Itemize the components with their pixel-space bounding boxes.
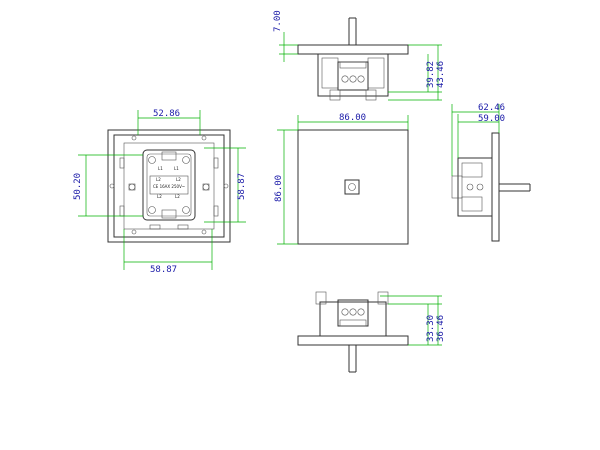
front-view-indicator bbox=[344, 179, 360, 195]
module-label-l2-right: L2 bbox=[176, 177, 181, 182]
top-view-mechanism bbox=[317, 53, 389, 101]
dim-side-w1-label: 62.46 bbox=[478, 103, 505, 113]
front-view-plate bbox=[297, 129, 409, 245]
dim-top-depth-label: 7.00 bbox=[273, 10, 283, 32]
module-label-l2: L2 bbox=[156, 177, 161, 182]
back-view: L1 L1 L2 L2 CE 16AX 250V~ L2 L2 52.86 50… bbox=[73, 109, 247, 275]
dim-side-widths bbox=[451, 104, 500, 176]
dim-bottom-h2-label: 36.46 bbox=[436, 315, 446, 342]
side-view-mechanism bbox=[451, 157, 493, 217]
back-view-plate bbox=[123, 142, 215, 230]
top-view: 7.00 39.82 43.46 bbox=[273, 10, 446, 101]
back-view-outer-frame bbox=[107, 129, 231, 243]
dim-back-bottom-label: 58.87 bbox=[150, 265, 177, 275]
dim-front-width bbox=[297, 115, 409, 130]
dim-front-height bbox=[277, 129, 298, 245]
dim-top-h2-label: 43.46 bbox=[436, 61, 446, 88]
dim-back-bottom bbox=[123, 229, 213, 270]
module-label-l1: L1 bbox=[158, 166, 163, 171]
dim-back-right-label: 58.87 bbox=[237, 173, 247, 200]
switch-module bbox=[128, 149, 210, 221]
dim-back-left-label: 50.20 bbox=[73, 173, 83, 200]
dim-bottom-h1-label: 33.30 bbox=[426, 315, 436, 342]
dim-front-width-label: 86.00 bbox=[339, 113, 366, 123]
dim-back-left bbox=[78, 154, 143, 217]
bottom-view-plate bbox=[297, 335, 409, 346]
dim-top-heights bbox=[388, 44, 442, 101]
bottom-view: 33.30 36.46 bbox=[297, 291, 446, 373]
module-label-bottom-left: L2 bbox=[157, 194, 162, 199]
dim-bottom-heights bbox=[380, 295, 442, 346]
dim-back-top-label: 52.86 bbox=[153, 109, 180, 119]
dim-front-height-label: 86.00 bbox=[274, 175, 284, 202]
module-rating-label: CE 16AX 250V~ bbox=[153, 184, 185, 189]
bottom-view-mechanism bbox=[315, 291, 389, 337]
side-view: 62.46 59.00 bbox=[451, 103, 531, 242]
dim-side-w2-label: 59.00 bbox=[478, 114, 505, 124]
module-label-l1-right: L1 bbox=[174, 166, 179, 171]
mounting-holes bbox=[109, 135, 229, 235]
dim-back-right bbox=[204, 147, 246, 223]
front-view: 86.00 86.00 bbox=[274, 113, 409, 245]
dim-back-top bbox=[137, 110, 201, 135]
front-view-indicator-lens bbox=[348, 183, 356, 191]
top-view-plate bbox=[297, 44, 409, 55]
dim-top-depth bbox=[279, 32, 298, 62]
dim-top-h1-label: 39.82 bbox=[426, 61, 436, 88]
side-view-plate bbox=[491, 132, 500, 242]
module-label-bottom-right: L2 bbox=[175, 194, 180, 199]
